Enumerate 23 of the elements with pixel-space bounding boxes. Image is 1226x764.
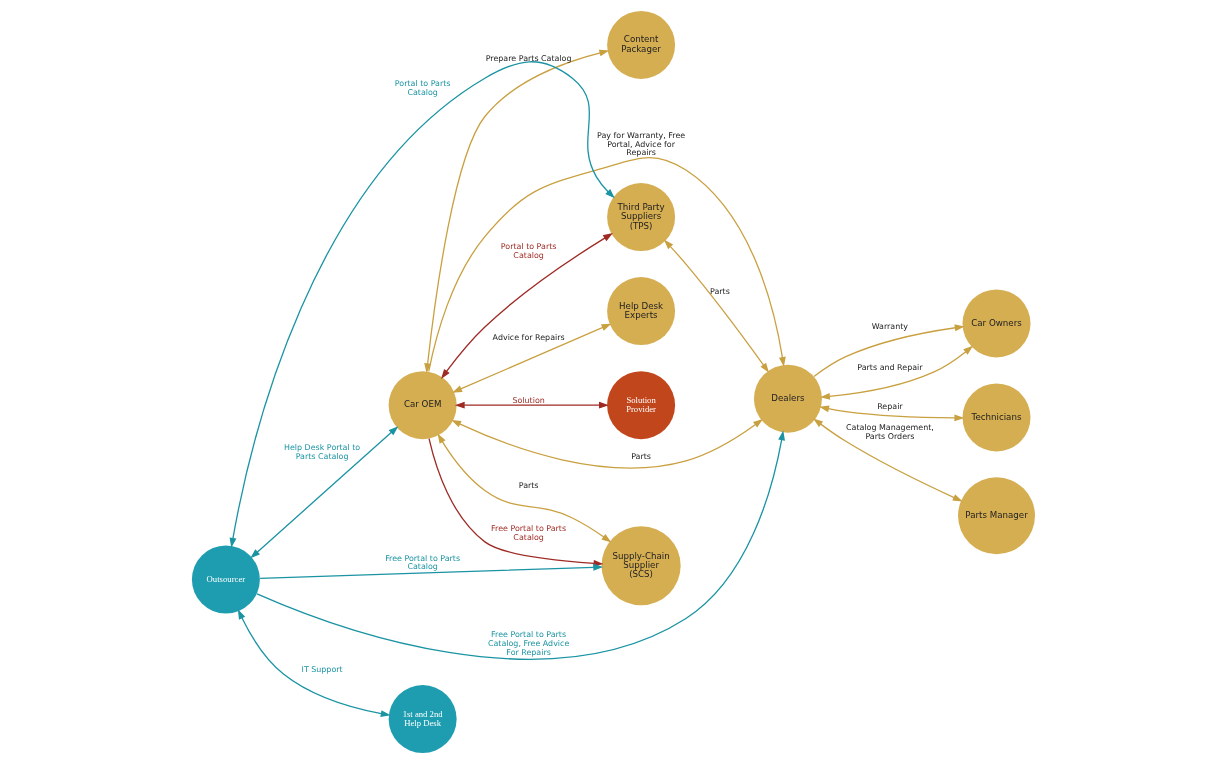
arrow [812,418,963,502]
arrow [819,345,973,400]
arrow [427,156,786,373]
arrow [258,563,603,579]
arrow [451,323,611,393]
arrow [229,61,615,548]
arrow [818,405,964,422]
node-circle: 1st and 2nd Help Desk [388,685,457,754]
node-circle: Technicians [962,383,1030,452]
arrow [423,49,609,374]
arrow [454,401,609,409]
arrow [249,426,398,559]
arrow [237,609,391,717]
arrow [440,233,613,379]
node-circle: Help Desk Experts [606,277,675,346]
arrow [450,418,763,469]
arrow [255,430,785,660]
arrow [663,239,769,373]
node-circle: Solution Provider [606,371,675,440]
node-circle: Content Packager [606,10,675,79]
node-circle: Parts Manager [957,477,1035,555]
arrow [812,324,965,378]
arrow [437,433,611,543]
